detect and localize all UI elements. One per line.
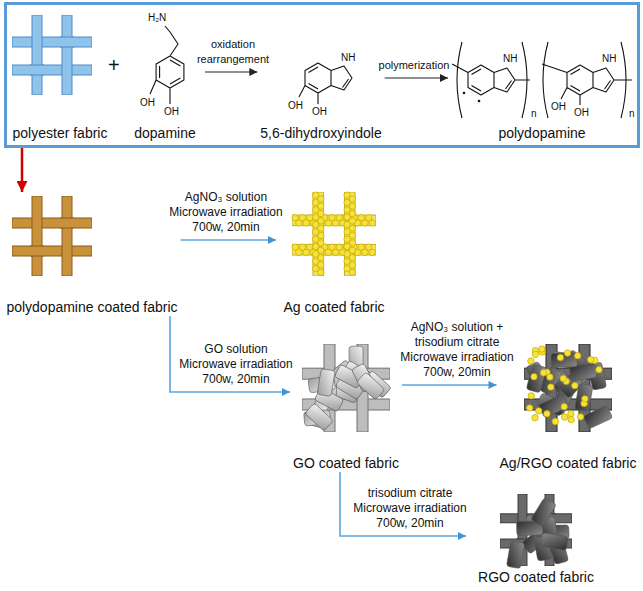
fabric-icon <box>524 344 612 432</box>
plus-sign: + <box>108 54 120 76</box>
silver-particle <box>532 415 538 421</box>
graphene-sheet <box>551 353 577 368</box>
fabric-node: polydopamine coated fabric <box>3 192 180 316</box>
atom-label: NH <box>341 52 355 63</box>
atom-label: OH <box>574 107 589 118</box>
node-caption: 5,6-dihydroxyindole <box>260 124 381 142</box>
silver-particle <box>536 408 542 414</box>
silver-particle <box>568 411 574 417</box>
silver-particle <box>369 249 375 255</box>
graphene-sheets <box>506 497 569 568</box>
silver-particle <box>539 346 545 352</box>
process-arrow <box>205 72 257 73</box>
atom-label: OH <box>140 97 155 108</box>
fabric-node: polyester fabric <box>8 10 112 142</box>
silver-particle <box>318 269 324 275</box>
silver-particle <box>552 418 558 424</box>
atom-label: OH <box>164 106 179 117</box>
process-condition: trisodium citrate Microwave irradiation … <box>345 486 475 531</box>
molecule-node: dopamine <box>125 8 205 142</box>
silver-particle <box>528 358 534 364</box>
fabric-node: RGO coated fabric <box>466 490 606 586</box>
fabric-icon <box>12 15 92 95</box>
process-condition: AgNO₃ solution Microwave irradiation 700… <box>161 190 291 235</box>
atom-label: OH <box>288 100 303 111</box>
node-caption: GO coated fabric <box>293 454 399 472</box>
silver-particle <box>526 405 532 411</box>
node-caption: polydopamine coated fabric <box>6 298 177 316</box>
graphene-sheet <box>531 497 557 526</box>
silver-particle <box>540 370 546 376</box>
process-arrow <box>21 148 24 192</box>
silver-particle <box>577 414 583 420</box>
molecule-structure <box>150 26 632 118</box>
silver-particle <box>531 374 537 380</box>
silver-particle <box>572 382 578 388</box>
fabric-node: Ag coated fabric <box>276 188 392 316</box>
coating-particles <box>292 192 613 569</box>
silver-particle <box>528 393 534 399</box>
graphene-sheet <box>506 541 524 569</box>
silver-particle <box>564 350 570 356</box>
graphene-sheet <box>317 369 335 397</box>
node-caption: polydopamine <box>498 124 585 142</box>
silver-particles <box>292 192 376 276</box>
process-condition: AgNO₃ solution + trisodium citrate Micro… <box>397 320 517 380</box>
molecule-node: 5,6-dihydroxyindole <box>257 8 384 142</box>
silver-particle <box>343 244 349 250</box>
atom-label: H₂N <box>148 12 166 23</box>
graphene-sheets <box>304 346 392 431</box>
silver-particle <box>560 375 566 381</box>
process-arrow <box>181 239 276 241</box>
fabric-node: Ag/RGO coated fabric <box>497 338 640 472</box>
silver-particle <box>547 374 553 380</box>
silver-particle <box>557 354 563 360</box>
node-caption: polyester fabric <box>13 124 108 142</box>
silver-particle <box>561 403 567 409</box>
node-caption: RGO coated fabric <box>478 568 594 586</box>
process-condition: oxidation rearrangement <box>191 37 275 67</box>
graphene-sheet <box>540 533 568 551</box>
silver-particle <box>568 416 574 422</box>
process-frame: + polyester fabric dopamine 5,6-dihydroxyin… <box>4 2 640 148</box>
atom-label: NH <box>503 53 517 64</box>
silver-particle <box>587 356 593 362</box>
node-caption: dopamine <box>134 124 196 142</box>
fabric-icon <box>12 196 92 276</box>
silver-particle <box>596 366 602 372</box>
fabric-node: GO coated fabric <box>290 338 402 472</box>
silver-particle <box>369 220 375 226</box>
graphene-sheet <box>356 372 385 400</box>
silver-particle <box>544 411 550 417</box>
silver-particle <box>582 396 588 402</box>
atom-label: OH <box>312 106 327 117</box>
process-condition: polymerization <box>375 58 453 73</box>
graphene-sheets <box>526 350 613 429</box>
fabric-icon <box>292 192 376 276</box>
silver-particle <box>349 269 355 275</box>
node-caption: Ag/RGO coated fabric <box>500 454 637 472</box>
process-arrow <box>402 384 497 386</box>
process-condition: GO solution Microwave irradiation 700w, … <box>176 342 296 387</box>
atom-label: n <box>629 108 635 119</box>
atom-label: OH <box>551 101 566 112</box>
radical-dot <box>463 92 481 103</box>
silver-particle <box>548 384 554 390</box>
fabric-icon <box>302 344 390 432</box>
atom-label: NH <box>602 53 616 64</box>
atom-label: n <box>531 108 537 119</box>
molecule-node: polydopamine <box>448 8 636 142</box>
silver-particle <box>532 351 538 357</box>
silver-particle <box>561 414 567 420</box>
silver-particles <box>526 346 602 425</box>
graphene-sheet <box>305 403 334 431</box>
graphene-sheet <box>526 364 546 393</box>
silver-particle <box>343 215 349 221</box>
node-caption: Ag coated fabric <box>283 298 384 316</box>
process-arrow <box>385 78 448 79</box>
silver-particle <box>574 353 580 359</box>
